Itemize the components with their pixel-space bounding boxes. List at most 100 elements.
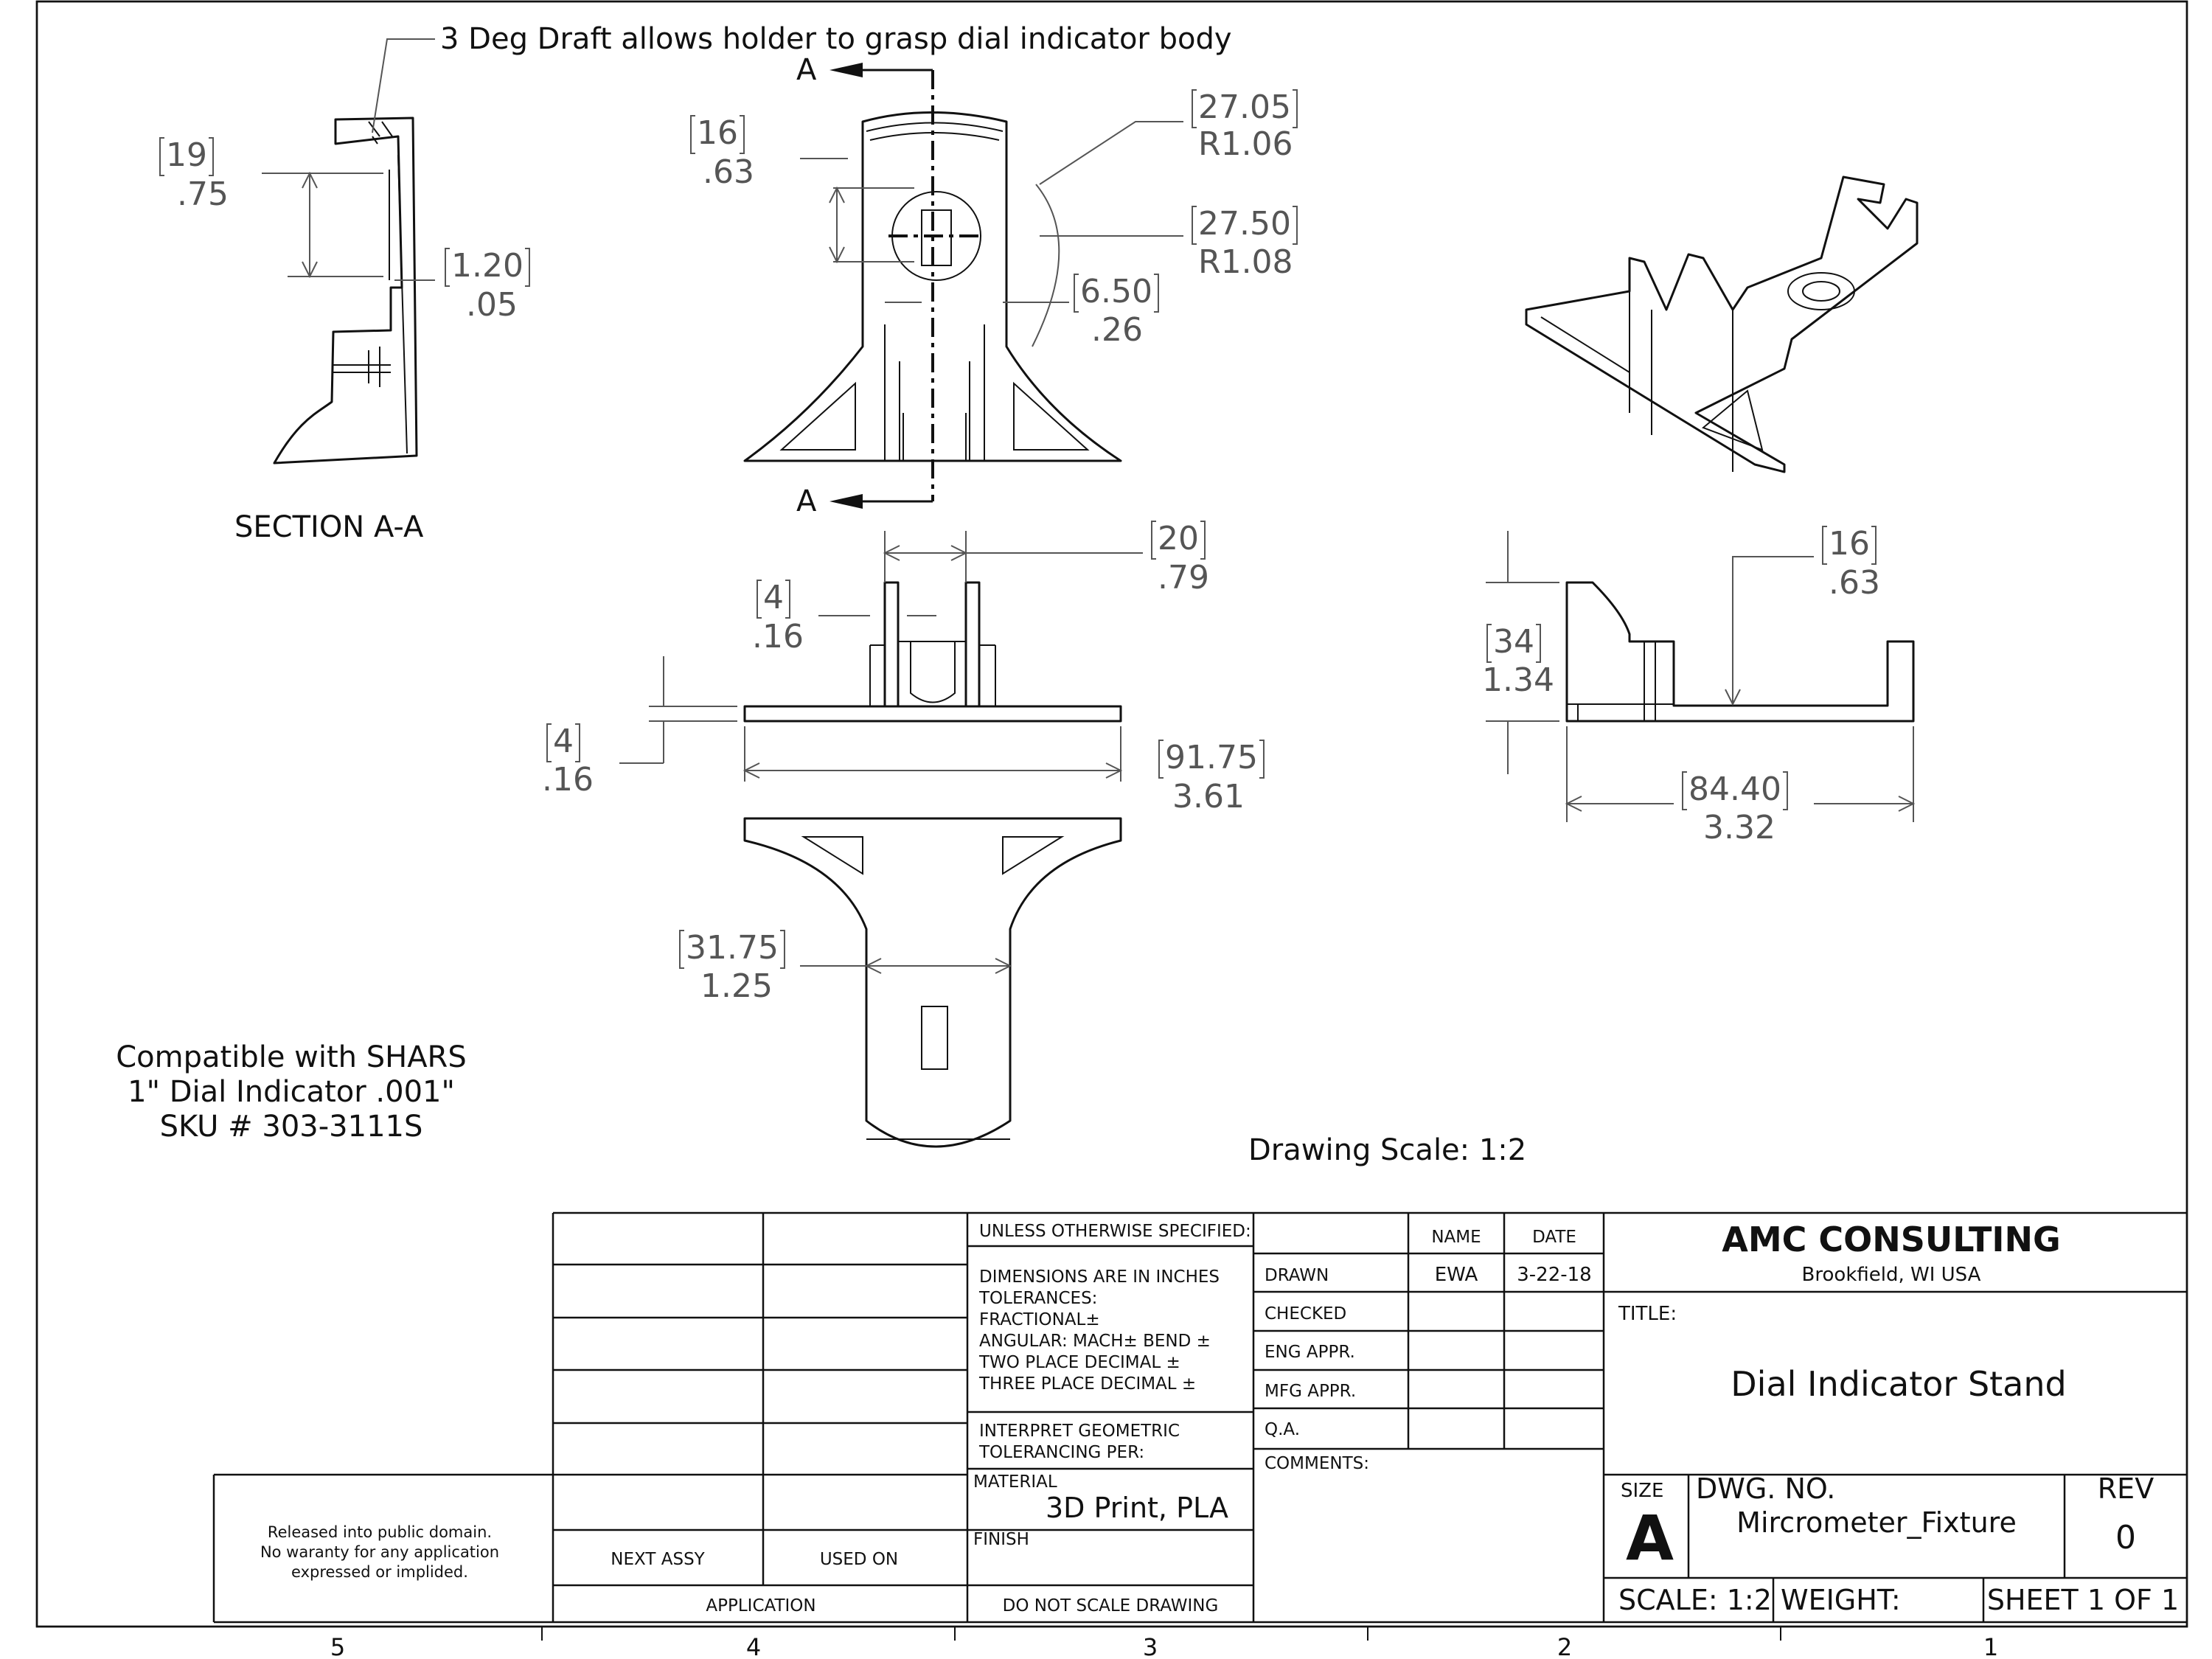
dim-side-16-in: .63 [1829,564,1880,602]
checked-label: CHECKED [1265,1304,1346,1324]
dim-650-in: .26 [1091,311,1143,349]
dimension-bracket [757,580,790,619]
dimension-bracket [679,930,785,969]
drawn-label: DRAWN [1265,1266,1329,1285]
dim-34-mm: 34 [1493,623,1534,661]
mfg-appr-label: MFG APPR. [1265,1382,1356,1401]
dimension-bracket [1074,274,1159,313]
interpret-1: INTERPRET GEOMETRIC [979,1422,1180,1441]
rev-value: 0 [2115,1519,2136,1557]
dimension-lines [262,38,1916,974]
dim-20-mm: 20 [1158,520,1199,557]
dim-8440-mm: 84.40 [1688,771,1781,808]
dim-8440-in: 3.32 [1703,809,1775,846]
dim-34-in: 1.34 [1482,661,1554,699]
application: APPLICATION [706,1596,815,1615]
section-view [273,116,418,465]
company-name: AMC CONSULTING [1722,1220,2060,1259]
isometric-view [1525,175,1919,473]
tolerances: TOLERANCES: [978,1289,1097,1308]
dim-120-mm: 1.20 [451,247,524,285]
material-value: 3D Print, PLA [1046,1492,1228,1524]
unless-specified: UNLESS OTHERWISE SPECIFIED: [979,1222,1251,1241]
dim-20-in: .79 [1158,559,1209,597]
finish-label: FINISH [973,1530,1029,1549]
next-assy: NEXT ASSY [611,1550,705,1569]
dim-120-in: .05 [466,286,518,324]
release-line-3: expressed or implided. [291,1563,468,1581]
dim-4-left-mm: 4 [553,723,574,760]
dimension-bracket [690,115,745,154]
material-label: MATERIAL [973,1472,1057,1492]
dim-650-mm: 6.50 [1080,273,1152,310]
dim-16-in: .63 [703,153,754,191]
comments-label: COMMENTS: [1265,1454,1369,1473]
zone-1: 1 [1983,1633,1998,1659]
dimension-texts: 19 .75 1.20 .05 16 .63 27.05 R1.06 27.50… [159,88,1880,1005]
dimension-bracket [445,248,530,287]
qa-label: Q.A. [1265,1420,1300,1439]
company-location: Brookfield, WI USA [1802,1264,1981,1286]
dimension-bracket [159,137,214,176]
dim-4-top-in: .16 [752,618,804,655]
dimension-bracket [1158,740,1265,779]
release-line-1: Released into public domain. [268,1523,492,1541]
do-not-scale: DO NOT SCALE DRAWING [1003,1596,1219,1615]
front-view [743,63,1122,509]
interpret-2: TOLERANCING PER: [978,1443,1144,1462]
dim-side-16-mm: 16 [1829,525,1870,563]
date-header: DATE [1532,1228,1576,1247]
dimension-bracket [1486,624,1541,663]
title-block [35,0,2188,1628]
dim-2750-mm: 27.50 [1198,205,1291,243]
top-view [743,581,1122,723]
zone-2: 2 [1557,1633,1572,1659]
compat-line-2: 1" Dial Indicator .001" [128,1075,455,1109]
scale-text: SCALE: 1:2 [1618,1584,1772,1616]
three-place: THREE PLACE DECIMAL ± [978,1374,1196,1394]
compat-line-3: SKU # 303-3111S [160,1110,423,1144]
dim-16-mm: 16 [697,114,738,152]
dim-4-left-in: .16 [542,761,594,799]
cut-label-bottom: A [796,484,817,518]
dim-3175-mm: 31.75 [686,929,779,967]
compat-line-1: Compatible with SHARS [116,1040,467,1074]
drawing-scale-note: Drawing Scale: 1:2 [1248,1133,1526,1167]
bottom-view [743,817,1122,1148]
dim-4-top-mm: 4 [763,579,784,616]
title-label: TITLE: [1618,1303,1677,1325]
dimension-bracket [546,723,580,762]
two-place: TWO PLACE DECIMAL ± [978,1353,1180,1372]
zone-4: 4 [746,1633,761,1659]
size-label: SIZE [1621,1480,1663,1502]
drawing-title: Dial Indicator Stand [1731,1364,2066,1404]
dimension-bracket [1192,206,1298,245]
dim-2705-mm: 27.05 [1198,88,1291,126]
drawn-name: EWA [1435,1264,1478,1286]
used-on: USED ON [820,1550,898,1569]
fractional: FRACTIONAL± [979,1310,1100,1329]
dim-9175-in: 3.61 [1172,778,1245,815]
dimension-bracket [1151,521,1206,560]
angular: ANGULAR: MACH± BEND ± [979,1332,1211,1351]
dims-note: DIMENSIONS ARE IN INCHES [979,1267,1220,1287]
dimension-bracket [1822,526,1877,565]
zone-3: 3 [1143,1633,1158,1659]
dim-2750-in: R1.08 [1198,243,1293,281]
weight-text: WEIGHT: [1781,1584,1901,1616]
zone-5: 5 [330,1633,345,1659]
dimension-bracket [1192,89,1298,128]
dimension-bracket [1682,771,1788,810]
dim-19-in: .75 [177,175,229,213]
zone-markers: 5 4 3 2 1 [330,1627,1998,1659]
section-label: SECTION A-A [234,510,424,544]
cut-label-top: A [796,53,817,87]
release-line-2: No waranty for any application [260,1543,499,1561]
rev-label: REV [2098,1472,2154,1505]
sheet-text: SHEET 1 OF 1 [1987,1584,2179,1616]
dim-9175-mm: 91.75 [1165,739,1258,776]
dim-3175-in: 1.25 [700,967,773,1005]
dwg-no-value: Mircrometer_Fixture [1736,1506,2017,1539]
title-block-text: AMC CONSULTING Brookfield, WI USA TITLE:… [260,1220,2179,1616]
